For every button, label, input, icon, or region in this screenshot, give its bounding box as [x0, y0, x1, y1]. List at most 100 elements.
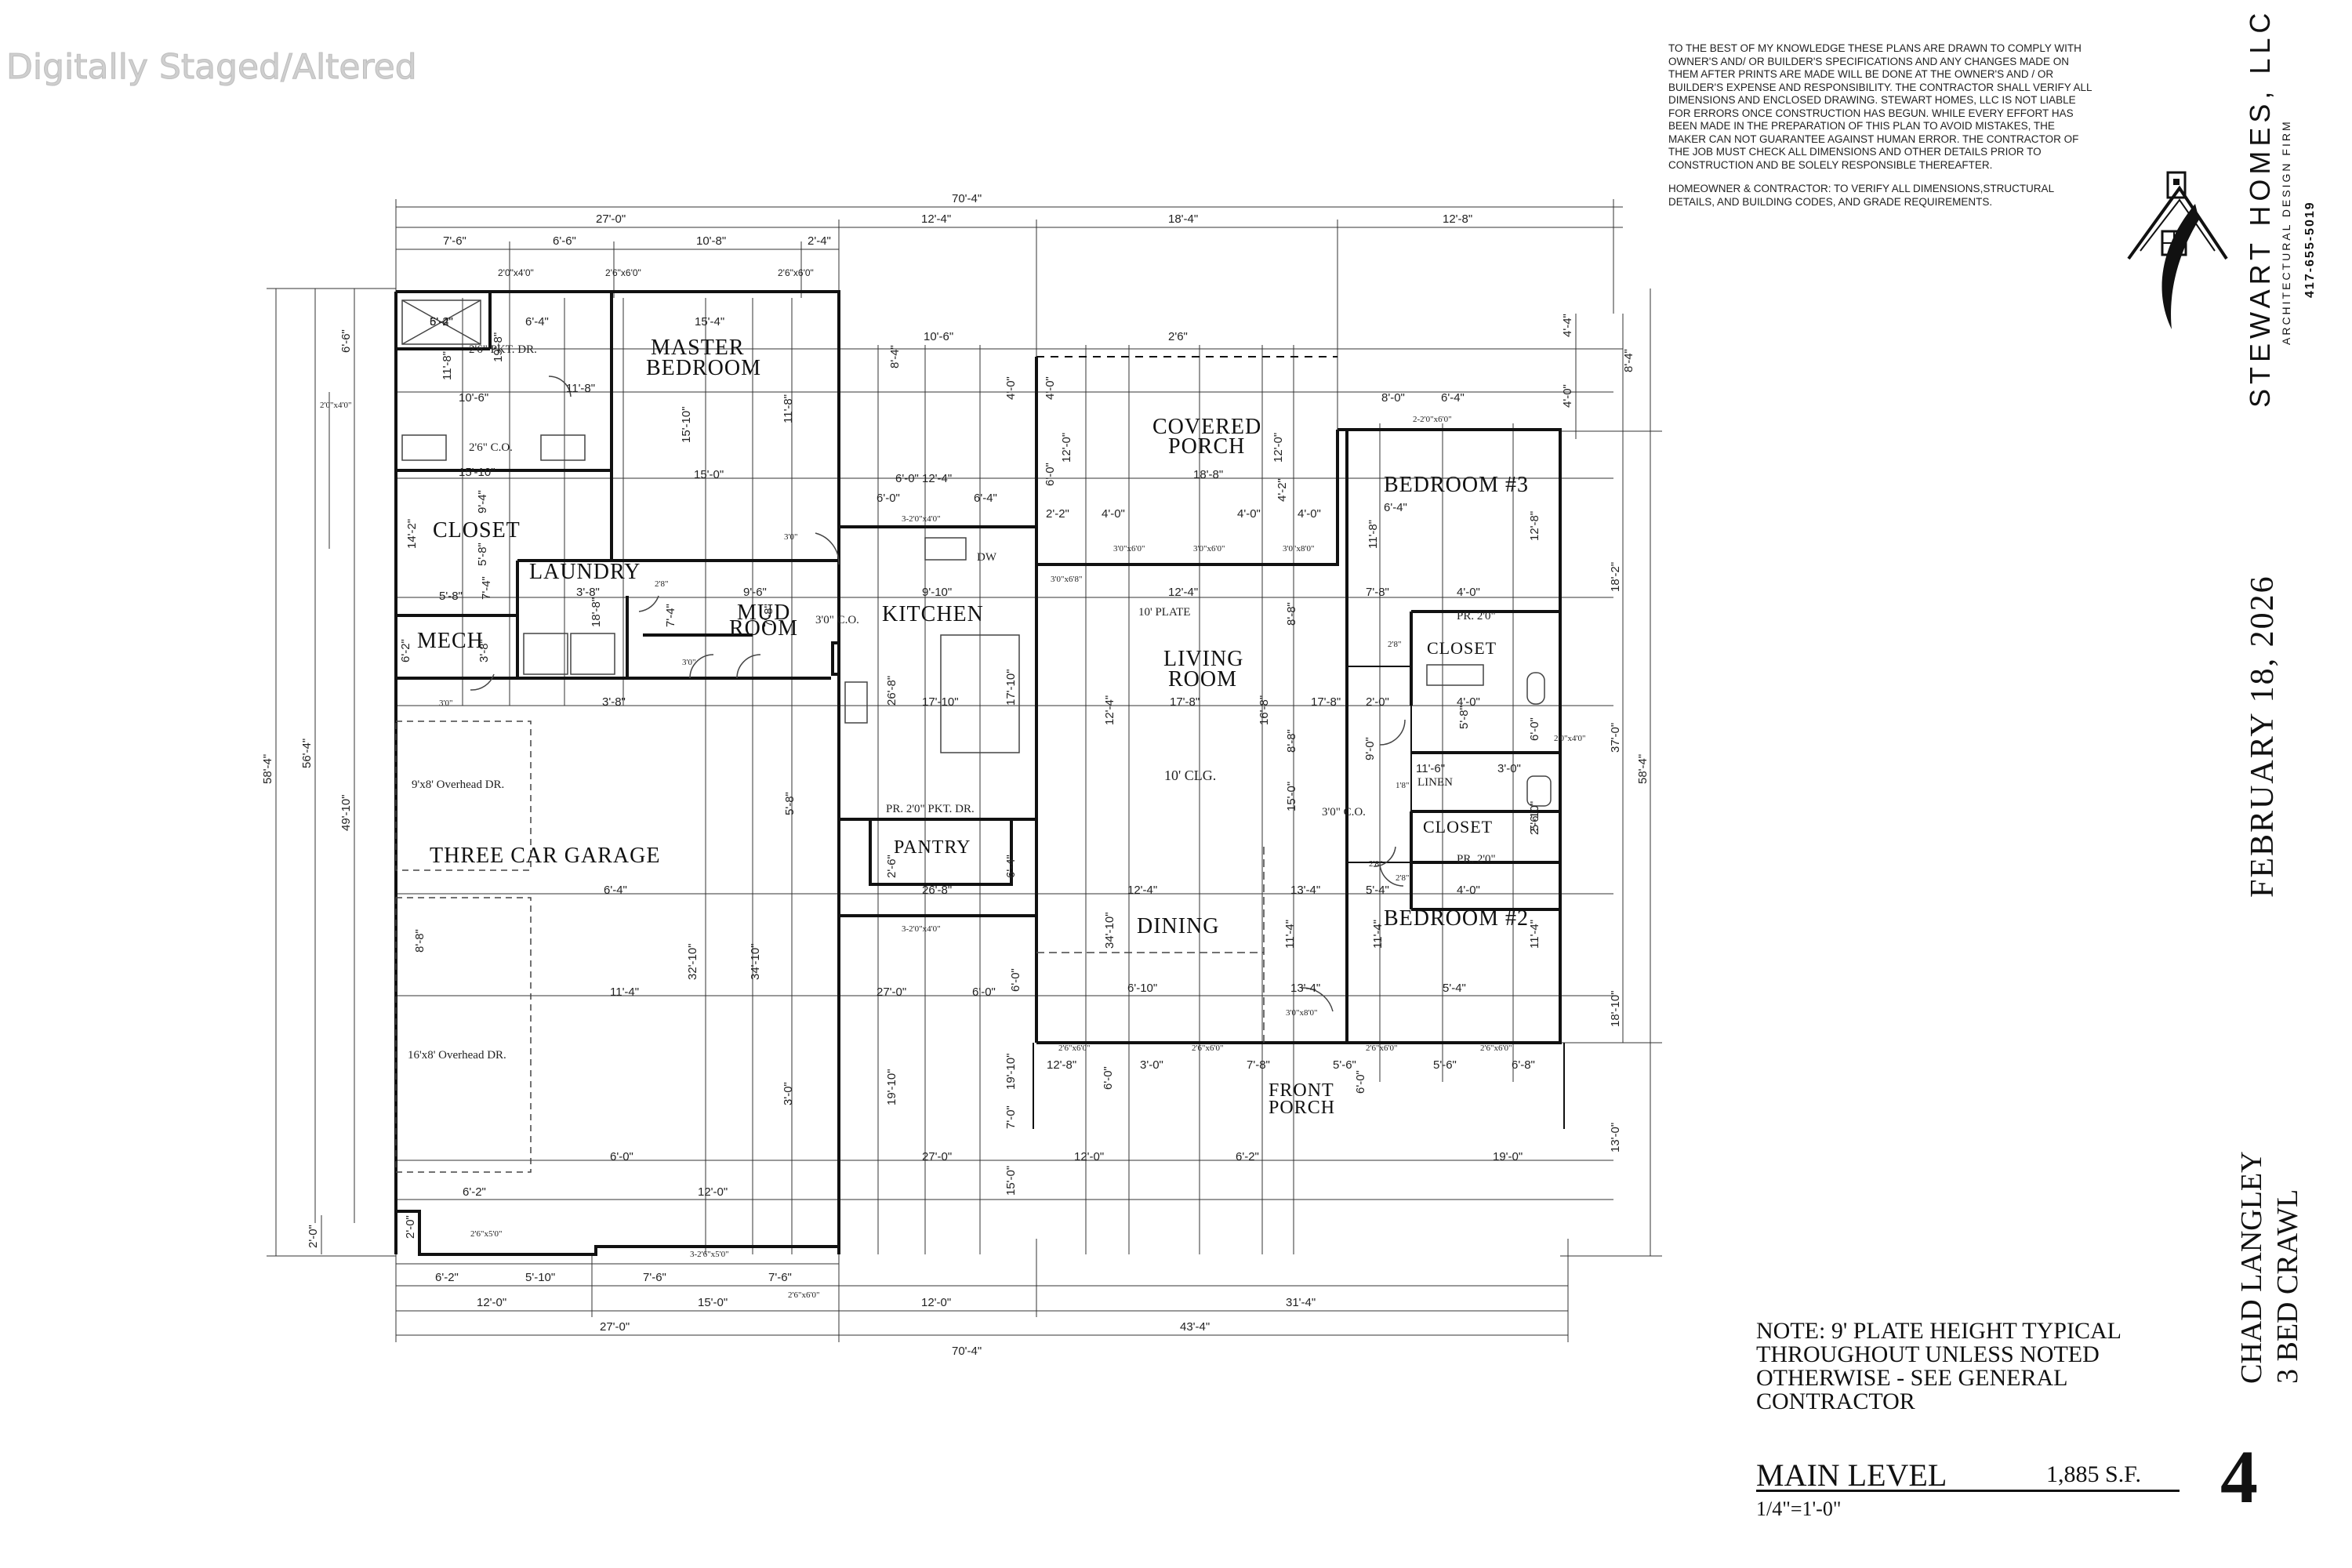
pantry-label: PANTRY [894, 837, 971, 858]
interior-dim-110: 12'-0" [698, 1185, 728, 1199]
pr-bottom: PR. 2'0" [1457, 853, 1496, 866]
dim-bottom-overall: 70'-4" [952, 1345, 982, 1358]
window-tag-17: 2'6"x6'0" [1058, 1044, 1090, 1053]
interior-dim-61: 8'-8" [1285, 729, 1298, 753]
disclaimer: TO THE BEST OF MY KNOWLEDGE THESE PLANS … [1668, 42, 2092, 220]
interior-dim-65: 11'-6" [1416, 762, 1445, 775]
interior-dim-96: 5'-6" [1333, 1058, 1356, 1072]
dims-left: 58'-4" 56'-4" 49'-10" 6'-6" 2'-0" [261, 329, 353, 1248]
interior-dim-66: 3'-0" [1497, 762, 1521, 775]
interior-dim-30: 6'-4" [1441, 391, 1465, 405]
svg-text:LAUNDRY: LAUNDRY [529, 560, 641, 584]
svg-text:12'-8": 12'-8" [1443, 212, 1472, 226]
interior-dim-69: 5'-10" [1528, 801, 1541, 831]
interior-dim-15: 4'-0" [1044, 376, 1057, 400]
svg-text:10'-8": 10'-8" [696, 234, 726, 248]
dim-left-1: 58'-4" [261, 754, 274, 784]
interior-dim-72: 6'-4" [1004, 855, 1018, 878]
svg-text:12'-0": 12'-0" [921, 1296, 951, 1309]
overhead-door-top: 9'x8' Overhead DR. [412, 779, 504, 791]
svg-text:31'-4": 31'-4" [1286, 1296, 1316, 1309]
plan-date: FEBRUARY 18, 2026 [2245, 575, 2281, 898]
dim-right-7: 4'-4" [1561, 314, 1574, 337]
window-tag-4: 3'0"x6'8" [1051, 575, 1082, 584]
interior-dim-74: 26'-8" [922, 884, 952, 897]
svg-text:2'6" PKT. DR.: 2'6" PKT. DR. [469, 343, 537, 356]
interior-dim-0: 5'-4" [430, 315, 453, 328]
dim-top-row2-4: 12'-8" [1443, 212, 1472, 226]
fixtures [395, 299, 1552, 1173]
svg-text:5'-10": 5'-10" [525, 1271, 555, 1284]
dining-label: DINING [1137, 914, 1220, 938]
level-title: MAIN LEVEL [1756, 1457, 1947, 1493]
interior-dim-88: 6'-0" [972, 985, 996, 999]
interior-dim-28: 4'-2" [1276, 478, 1289, 502]
dim-top-row2-3: 18'-4" [1168, 212, 1198, 226]
interior-dim-50: 3'-8" [477, 639, 491, 662]
dim-top-overall: 70'-4" [952, 192, 982, 205]
mud-room-label-2: ROOM [729, 616, 798, 641]
plan-notes: DW 10' PLATE 10' CLG. 9'x8' Overhead DR.… [408, 343, 1496, 1062]
interior-dim-51: 3'-8" [602, 695, 626, 709]
interior-dim-67: 5'-8" [783, 792, 797, 815]
interior-dim-14: 4'-0" [1004, 376, 1018, 400]
svg-text:ROOM: ROOM [729, 616, 798, 641]
svg-text:58'-4": 58'-4" [261, 754, 274, 784]
living-room-label: LIVING [1163, 647, 1243, 671]
svg-text:15'-0": 15'-0" [698, 1296, 728, 1309]
interior-dim-27: 4'-0" [1298, 507, 1321, 521]
pr-top: PR. 2'0" [1457, 610, 1496, 622]
interior-dim-46: 7'-8" [1366, 586, 1389, 599]
svg-text:16'x8' Overhead DR.: 16'x8' Overhead DR. [408, 1049, 506, 1062]
svg-text:18'-2": 18'-2" [1609, 562, 1622, 592]
interior-dim-91: 13'-4" [1290, 982, 1320, 995]
svg-text:6'-2": 6'-2" [435, 1271, 459, 1284]
plan-type: 3 BED CRAWL [2271, 1189, 2304, 1384]
interior-dim-111: 15'-0" [1004, 1166, 1018, 1196]
svg-text:LIVING: LIVING [1163, 647, 1243, 671]
window-tag-8: 2-2'0"x6'0" [1413, 415, 1452, 424]
dim-bottom-row2-1: 12'-0" [477, 1296, 506, 1309]
interior-dim-38: 7'-4" [480, 576, 493, 600]
interior-dim-81: 34'-10" [749, 943, 762, 980]
interior-dim-11: 11'-8" [782, 394, 795, 423]
interior-dim-34: 14'-2" [405, 519, 419, 549]
interior-dim-70: 2'-6" [1528, 811, 1541, 835]
interior-dim-78: 4'-0" [1457, 884, 1480, 897]
plate-height-note: NOTE: 9' PLATE HEIGHT TYPICAL THROUGHOUT… [1756, 1318, 2121, 1414]
win-top-2: 2'6"x6'0" [605, 267, 641, 278]
interior-dim-79: 8'-8" [413, 929, 426, 953]
kitchen-label: KITCHEN [882, 602, 984, 626]
svg-text:10' PLATE: 10' PLATE [1138, 606, 1190, 619]
svg-text:BEDROOM: BEDROOM [646, 356, 761, 380]
svg-text:PORCH: PORCH [1269, 1098, 1335, 1118]
interior-dim-23: 6'-4" [974, 492, 997, 505]
co-bath: 2'6" C.O. [469, 441, 513, 454]
svg-text:4'-0": 4'-0" [1561, 384, 1574, 408]
pkt-dr-pantry: PR. 2'0" PKT. DR. [886, 803, 975, 815]
co-kitchen: 3'0" C.O. [815, 614, 859, 626]
window-tag-20: 2'6"x6'0" [1480, 1044, 1512, 1053]
overhead-door-bottom: 16'x8' Overhead DR. [408, 1049, 506, 1062]
interior-dim-68: 15'-0" [1285, 782, 1298, 811]
svg-text:6'-6": 6'-6" [339, 329, 353, 353]
interior-dim-90: 6'-10" [1127, 982, 1157, 995]
interior-dim-10: 15'-10" [680, 406, 693, 443]
interior-dim-13: 8'-4" [888, 345, 902, 368]
dim-bottom-row3-4: 7'-6" [768, 1271, 792, 1284]
svg-text:2'6"x6'0": 2'6"x6'0" [778, 267, 814, 278]
svg-text:43'-4": 43'-4" [1180, 1320, 1210, 1334]
square-footage: 1,885 S.F. [2046, 1461, 2141, 1487]
interior-dim-84: 11'-4" [1371, 920, 1385, 949]
interior-dim-9: 15'-10" [459, 466, 495, 479]
interior-dim-85: 11'-4" [1528, 920, 1541, 949]
interior-dim-53: 17'-10" [1004, 669, 1018, 706]
window-tag-7: 3'0"x8'0" [1283, 544, 1314, 554]
svg-text:PANTRY: PANTRY [894, 837, 971, 858]
svg-text:56'-4": 56'-4" [300, 739, 314, 768]
firm-subtitle: ARCHITECTURAL DESIGN FIRM [2280, 119, 2292, 345]
dim-right-8: 4'-0" [1561, 384, 1574, 408]
window-tag-0: 2'6"x6'0" [788, 1290, 819, 1300]
svg-text:13'-0": 13'-0" [1609, 1123, 1622, 1152]
interior-dim-37: 5'-8" [439, 590, 463, 603]
